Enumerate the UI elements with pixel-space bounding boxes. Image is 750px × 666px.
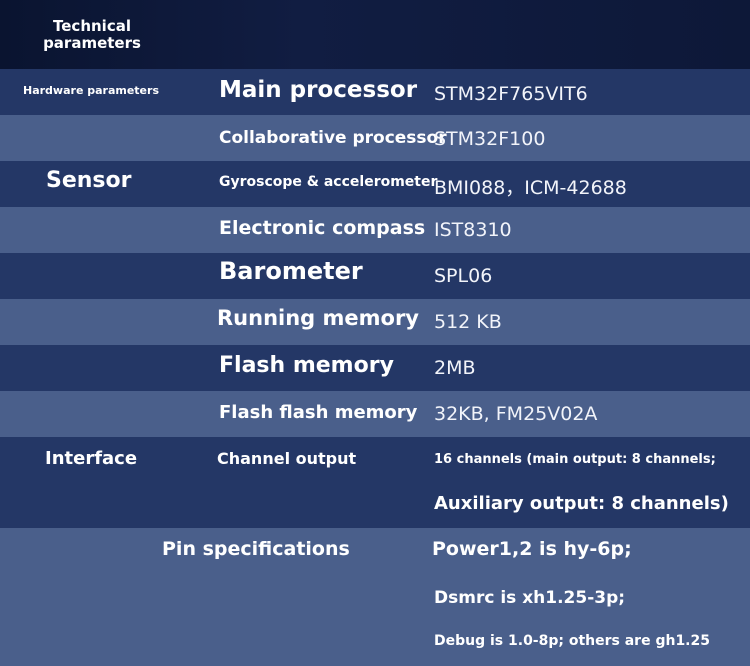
- category-label: Interface: [45, 448, 138, 469]
- param-value: Dsmrc is xh1.25-3p;: [434, 588, 626, 608]
- table-row: Electronic compass IST8310: [0, 207, 750, 253]
- interface-row: Interface Channel output 16 channels (ma…: [0, 437, 750, 528]
- param-label: Running memory: [217, 306, 419, 330]
- param-value: SPL06: [434, 265, 493, 287]
- param-label: Gyroscope & accelerometer: [219, 174, 438, 190]
- table-row: Collaborative processor STM32F100: [0, 115, 750, 161]
- param-label: Flash memory: [219, 353, 394, 378]
- param-label: Electronic compass: [219, 217, 426, 239]
- param-value: 512 KB: [434, 311, 502, 333]
- table-row: Flash memory 2MB: [0, 345, 750, 391]
- param-label: Main processor: [219, 77, 418, 103]
- param-value: 2MB: [434, 357, 476, 379]
- param-value: STM32F100: [434, 128, 546, 150]
- param-value: 16 channels (main output: 8 channels;: [434, 452, 716, 467]
- table-row: Sensor Gyroscope & accelerometer BMI088，…: [0, 161, 750, 207]
- param-label: Barometer: [219, 257, 363, 285]
- param-value: Debug is 1.0-8p; others are gh1.25: [434, 633, 710, 649]
- param-label: Channel output: [217, 449, 357, 468]
- page-title: Technical parameters: [43, 17, 141, 52]
- param-label: Pin specifications: [162, 538, 350, 560]
- table-row: Flash flash memory 32KB, FM25V02A: [0, 391, 750, 437]
- param-label: Collaborative processor: [219, 128, 447, 148]
- category-label: Sensor: [46, 168, 132, 193]
- param-value: BMI088，ICM-42688: [434, 177, 627, 199]
- table-row: Hardware parameters Main processor STM32…: [0, 69, 750, 115]
- param-value: STM32F765VIT6: [434, 83, 588, 105]
- param-label: Flash flash memory: [219, 402, 418, 423]
- header-banner: Technical parameters: [0, 0, 750, 69]
- category-label: Hardware parameters: [23, 84, 159, 97]
- param-value: 32KB, FM25V02A: [434, 403, 598, 425]
- pins-row: Pin specifications Power1,2 is hy-6p; Ds…: [0, 528, 750, 666]
- table-row: Running memory 512 KB: [0, 299, 750, 345]
- table-row: Barometer SPL06: [0, 253, 750, 299]
- param-value: IST8310: [434, 219, 512, 241]
- param-value: Power1,2 is hy-6p;: [432, 538, 632, 560]
- param-value: Auxiliary output: 8 channels): [434, 493, 729, 514]
